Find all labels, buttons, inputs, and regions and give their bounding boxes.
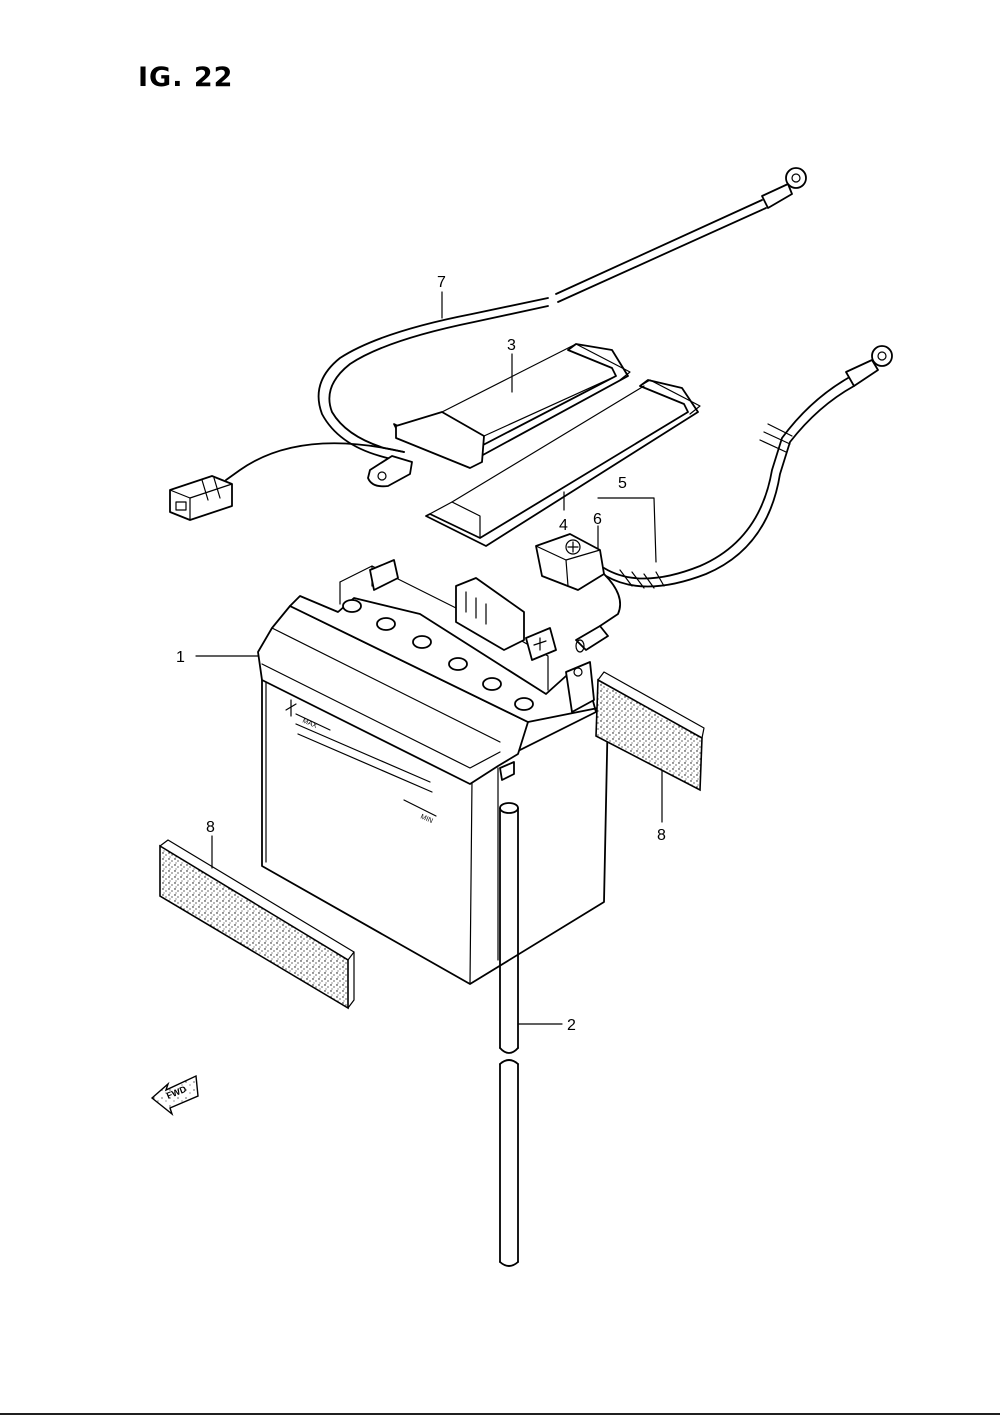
callout-8-left: 8 — [206, 819, 215, 836]
callout-2: 2 — [567, 1017, 576, 1034]
battery-strap-a — [393, 343, 631, 469]
callout-8-right: 8 — [657, 827, 666, 844]
battery: MAX MIN — [257, 559, 609, 985]
pad-right — [595, 671, 705, 792]
callout-7: 7 — [437, 274, 446, 291]
battery-min-mark: MIN — [419, 813, 434, 825]
figure-title: IG. 22 — [138, 62, 234, 93]
positive-cable-assembly — [535, 345, 893, 653]
callout-3: 3 — [507, 337, 516, 354]
fwd-arrow-icon: FWD — [150, 1074, 199, 1117]
callout-5: 5 — [618, 475, 627, 492]
negative-lead-cable — [169, 167, 807, 521]
breather-hose — [499, 802, 519, 1267]
callout-4: 4 — [559, 517, 568, 534]
callout-1: 1 — [176, 649, 185, 666]
callout-6: 6 — [593, 511, 602, 528]
callout-leaders — [195, 291, 663, 1025]
vent-caps — [342, 599, 534, 711]
battery-strap-b — [425, 379, 701, 547]
pad-left — [159, 839, 355, 1010]
